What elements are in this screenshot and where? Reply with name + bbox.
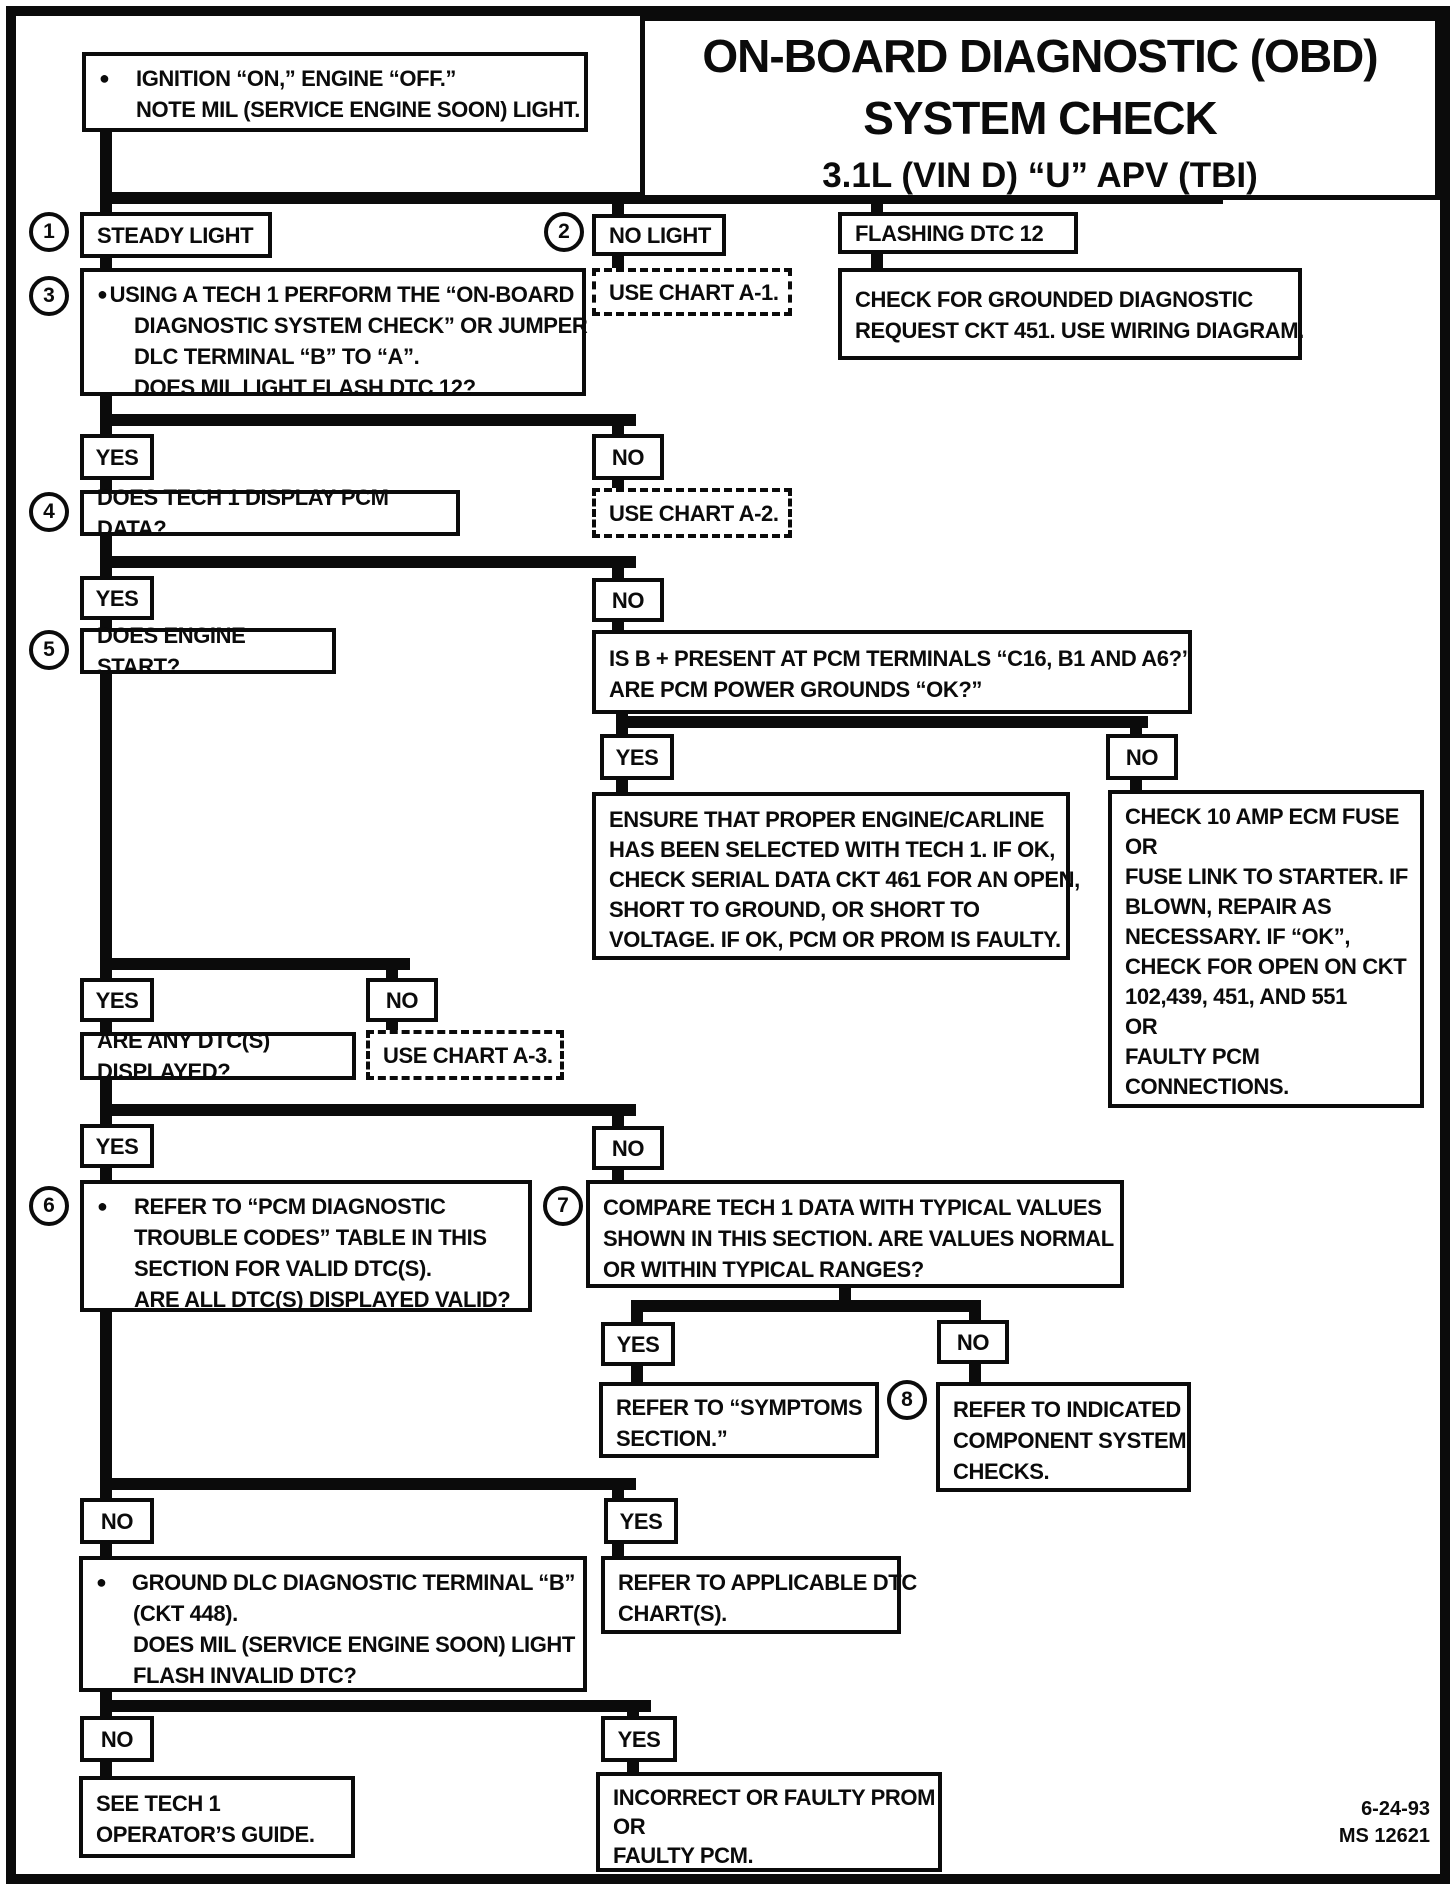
connector-v (616, 780, 628, 792)
bullet-icon: ● (96, 1572, 107, 1592)
node-yes: YES (80, 978, 154, 1022)
node-ground-dlc-terminal: ●GROUND DLC DIAGNOSTIC TERMINAL “B” (CKT… (79, 1556, 587, 1692)
footer-date: 6-24-93 (1361, 1798, 1430, 1820)
node-yes: YES (601, 1716, 677, 1762)
node-ensure-engine-carline: ENSURE THAT PROPER ENGINE/CARLINE HAS BE… (592, 792, 1080, 960)
step-circle-8: 8 (887, 1380, 927, 1420)
connector-h (631, 1300, 981, 1312)
node-yes: YES (80, 434, 154, 480)
connector-v (100, 620, 112, 628)
node-bplus-present: IS B + PRESENT AT PCM TERMINALS “C16, B1… (592, 630, 1193, 714)
node-ignition-note: ●IGNITION “ON,” ENGINE “OFF.” NOTE MIL (… (82, 52, 588, 132)
connector-v (100, 674, 112, 978)
node-engine-start: DOES ENGINE START? (80, 623, 336, 679)
node-no: NO (592, 578, 664, 622)
connector-v (100, 1022, 112, 1032)
footer: 6-24-93 MS 12621 (1285, 1796, 1430, 1850)
connector-v (612, 420, 624, 434)
node-pcm-dtc-table: ●REFER TO “PCM DIAGNOSTIC TROUBLE CODES”… (80, 1180, 532, 1312)
connector-v (100, 1168, 112, 1180)
connector-v (1130, 722, 1142, 734)
node-no: NO (937, 1320, 1009, 1364)
connector-v (100, 258, 112, 268)
node-component-system-checks: REFER TO INDICATED COMPONENT SYSTEM CHEC… (936, 1382, 1191, 1492)
step-circle-3: 3 (29, 276, 69, 316)
node-yes: YES (601, 1322, 675, 1366)
node-see-tech1-guide: SEE TECH 1 OPERATOR’S GUIDE. (79, 1776, 355, 1858)
node-no: NO (592, 434, 664, 480)
node-dtcs-displayed: ARE ANY DTC(S) DISPLAYED? (80, 1028, 356, 1084)
connector-v (612, 1170, 624, 1180)
step-circle-1: 1 (29, 212, 69, 252)
page-title-line2: SYSTEM CHECK (863, 92, 1217, 144)
page-border (6, 6, 1450, 1884)
footer-doc-number: MS 12621 (1338, 1825, 1430, 1847)
node-no: NO (592, 1126, 664, 1170)
connector-h (100, 1104, 636, 1116)
connector-v (612, 480, 624, 488)
connector-v (969, 1364, 981, 1382)
node-yes: YES (80, 576, 154, 620)
title-box: ON-BOARD DIAGNOSTIC (OBD) SYSTEM CHECK 3… (640, 16, 1440, 200)
page-subtitle: 3.1L (VIN D) “U” APV (TBI) (822, 156, 1258, 195)
node-symptoms-section: REFER TO “SYMPTOMS SECTION.” (599, 1382, 879, 1458)
connector-v (612, 1110, 624, 1126)
node-faulty-prom-pcm: INCORRECT OR FAULTY PROM OR FAULTY PCM. (596, 1772, 942, 1872)
connector-h (616, 716, 1148, 728)
node-compare-tech1-data: COMPARE TECH 1 DATA WITH TYPICAL VALUES … (586, 1180, 1124, 1288)
connector-h (100, 414, 636, 426)
connector-h (100, 1478, 636, 1490)
node-applicable-dtc-charts: REFER TO APPLICABLE DTC CHART(S). (601, 1556, 917, 1634)
node-check-ecm-fuse: CHECK 10 AMP ECM FUSE OR FUSE LINK TO ST… (1108, 790, 1424, 1108)
connector-v (969, 1306, 981, 1320)
connector-v (386, 964, 398, 978)
step-circle-5: 5 (29, 630, 69, 670)
bullet-icon: ● (97, 1196, 108, 1216)
connector-v (631, 1306, 643, 1322)
connector-h (100, 1700, 651, 1712)
node-no-light: NO LIGHT (592, 214, 726, 256)
connector-v (100, 1312, 112, 1556)
step-circle-7: 7 (543, 1186, 583, 1226)
connector-v (612, 562, 624, 578)
step-circle-6: 6 (29, 1186, 69, 1226)
connector-v (839, 1288, 851, 1302)
node-flashing-dtc-12: FLASHING DTC 12 (838, 212, 1078, 254)
node-tech1-display-pcm: DOES TECH 1 DISPLAY PCM DATA? (80, 485, 460, 541)
connector-v (871, 254, 883, 268)
node-no: NO (80, 1498, 154, 1544)
node-no: NO (80, 1716, 154, 1762)
node-yes: YES (80, 1124, 154, 1168)
node-yes: YES (604, 1498, 678, 1544)
connector-v (631, 1366, 643, 1382)
connector-v (612, 200, 624, 214)
page-title-line1: ON-BOARD DIAGNOSTIC (OBD) (702, 30, 1378, 82)
node-no: NO (1106, 734, 1178, 780)
connector-v (627, 1706, 639, 1716)
step-circle-4: 4 (29, 492, 69, 532)
connector-v (612, 622, 624, 630)
node-yes: YES (600, 734, 674, 780)
node-use-chart-a2: USE CHART A-2. (592, 488, 792, 538)
node-steady-light: STEADY LIGHT (80, 212, 272, 258)
node-grounded-diagnostic: CHECK FOR GROUNDED DIAGNOSTIC REQUEST CK… (838, 268, 1304, 360)
step-circle-2: 2 (544, 212, 584, 252)
connector-h (100, 556, 636, 568)
connector-v (1130, 780, 1142, 790)
node-tech1-obd-check: ●USING A TECH 1 PERFORM THE “ON-BOARD DI… (80, 268, 588, 400)
connector-v (100, 1762, 112, 1776)
connector-v (100, 480, 112, 490)
connector-v (627, 1762, 639, 1772)
node-use-chart-a1: USE CHART A-1. (592, 268, 792, 316)
bullet-icon: ● (97, 284, 108, 304)
node-use-chart-a3: USE CHART A-3. (366, 1030, 564, 1080)
connector-v (871, 200, 883, 212)
connector-v (386, 1022, 398, 1030)
connector-v (612, 256, 624, 268)
node-no: NO (366, 978, 438, 1022)
connector-h (100, 958, 410, 970)
bullet-icon: ● (99, 68, 110, 88)
